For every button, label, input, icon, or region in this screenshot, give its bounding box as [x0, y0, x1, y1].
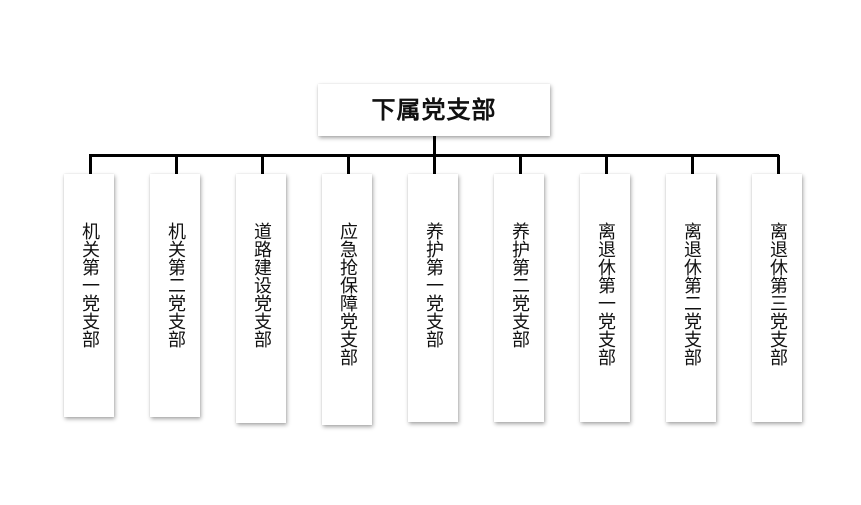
child-connector-line [605, 155, 608, 174]
child-connector-line [519, 155, 522, 174]
child-node-label: 机关第二党支部 [165, 222, 186, 348]
child-connector-line [777, 155, 780, 174]
child-node-label: 离退休第二党支部 [681, 222, 702, 366]
root-node-label: 下属党支部 [371, 95, 497, 124]
child-node: 养护第一党支部 [408, 174, 458, 422]
child-connector-line [89, 155, 92, 174]
child-node: 离退休第二党支部 [666, 174, 716, 422]
child-node-label: 应急抢保障党支部 [337, 222, 358, 366]
child-node-label: 道路建设党支部 [251, 222, 272, 348]
child-node-label: 养护第二党支部 [509, 222, 530, 348]
child-node: 机关第一党支部 [64, 174, 114, 417]
child-connector-line [433, 155, 436, 174]
child-connector-line [261, 155, 264, 174]
child-node-label: 离退休第一党支部 [595, 222, 616, 366]
root-node: 下属党支部 [318, 84, 550, 136]
child-node: 应急抢保障党支部 [322, 174, 372, 425]
child-node: 离退休第一党支部 [580, 174, 630, 422]
child-connector-line [347, 155, 350, 174]
child-node: 离退休第三党支部 [752, 174, 802, 422]
child-node: 道路建设党支部 [236, 174, 286, 423]
child-node-label: 养护第一党支部 [423, 222, 444, 348]
child-node: 养护第二党支部 [494, 174, 544, 422]
root-connector-line [433, 136, 436, 156]
child-node: 机关第二党支部 [150, 174, 200, 417]
child-node-label: 离退休第三党支部 [767, 222, 788, 366]
child-connector-line [691, 155, 694, 174]
child-node-label: 机关第一党支部 [79, 222, 100, 348]
child-connector-line [175, 155, 178, 174]
